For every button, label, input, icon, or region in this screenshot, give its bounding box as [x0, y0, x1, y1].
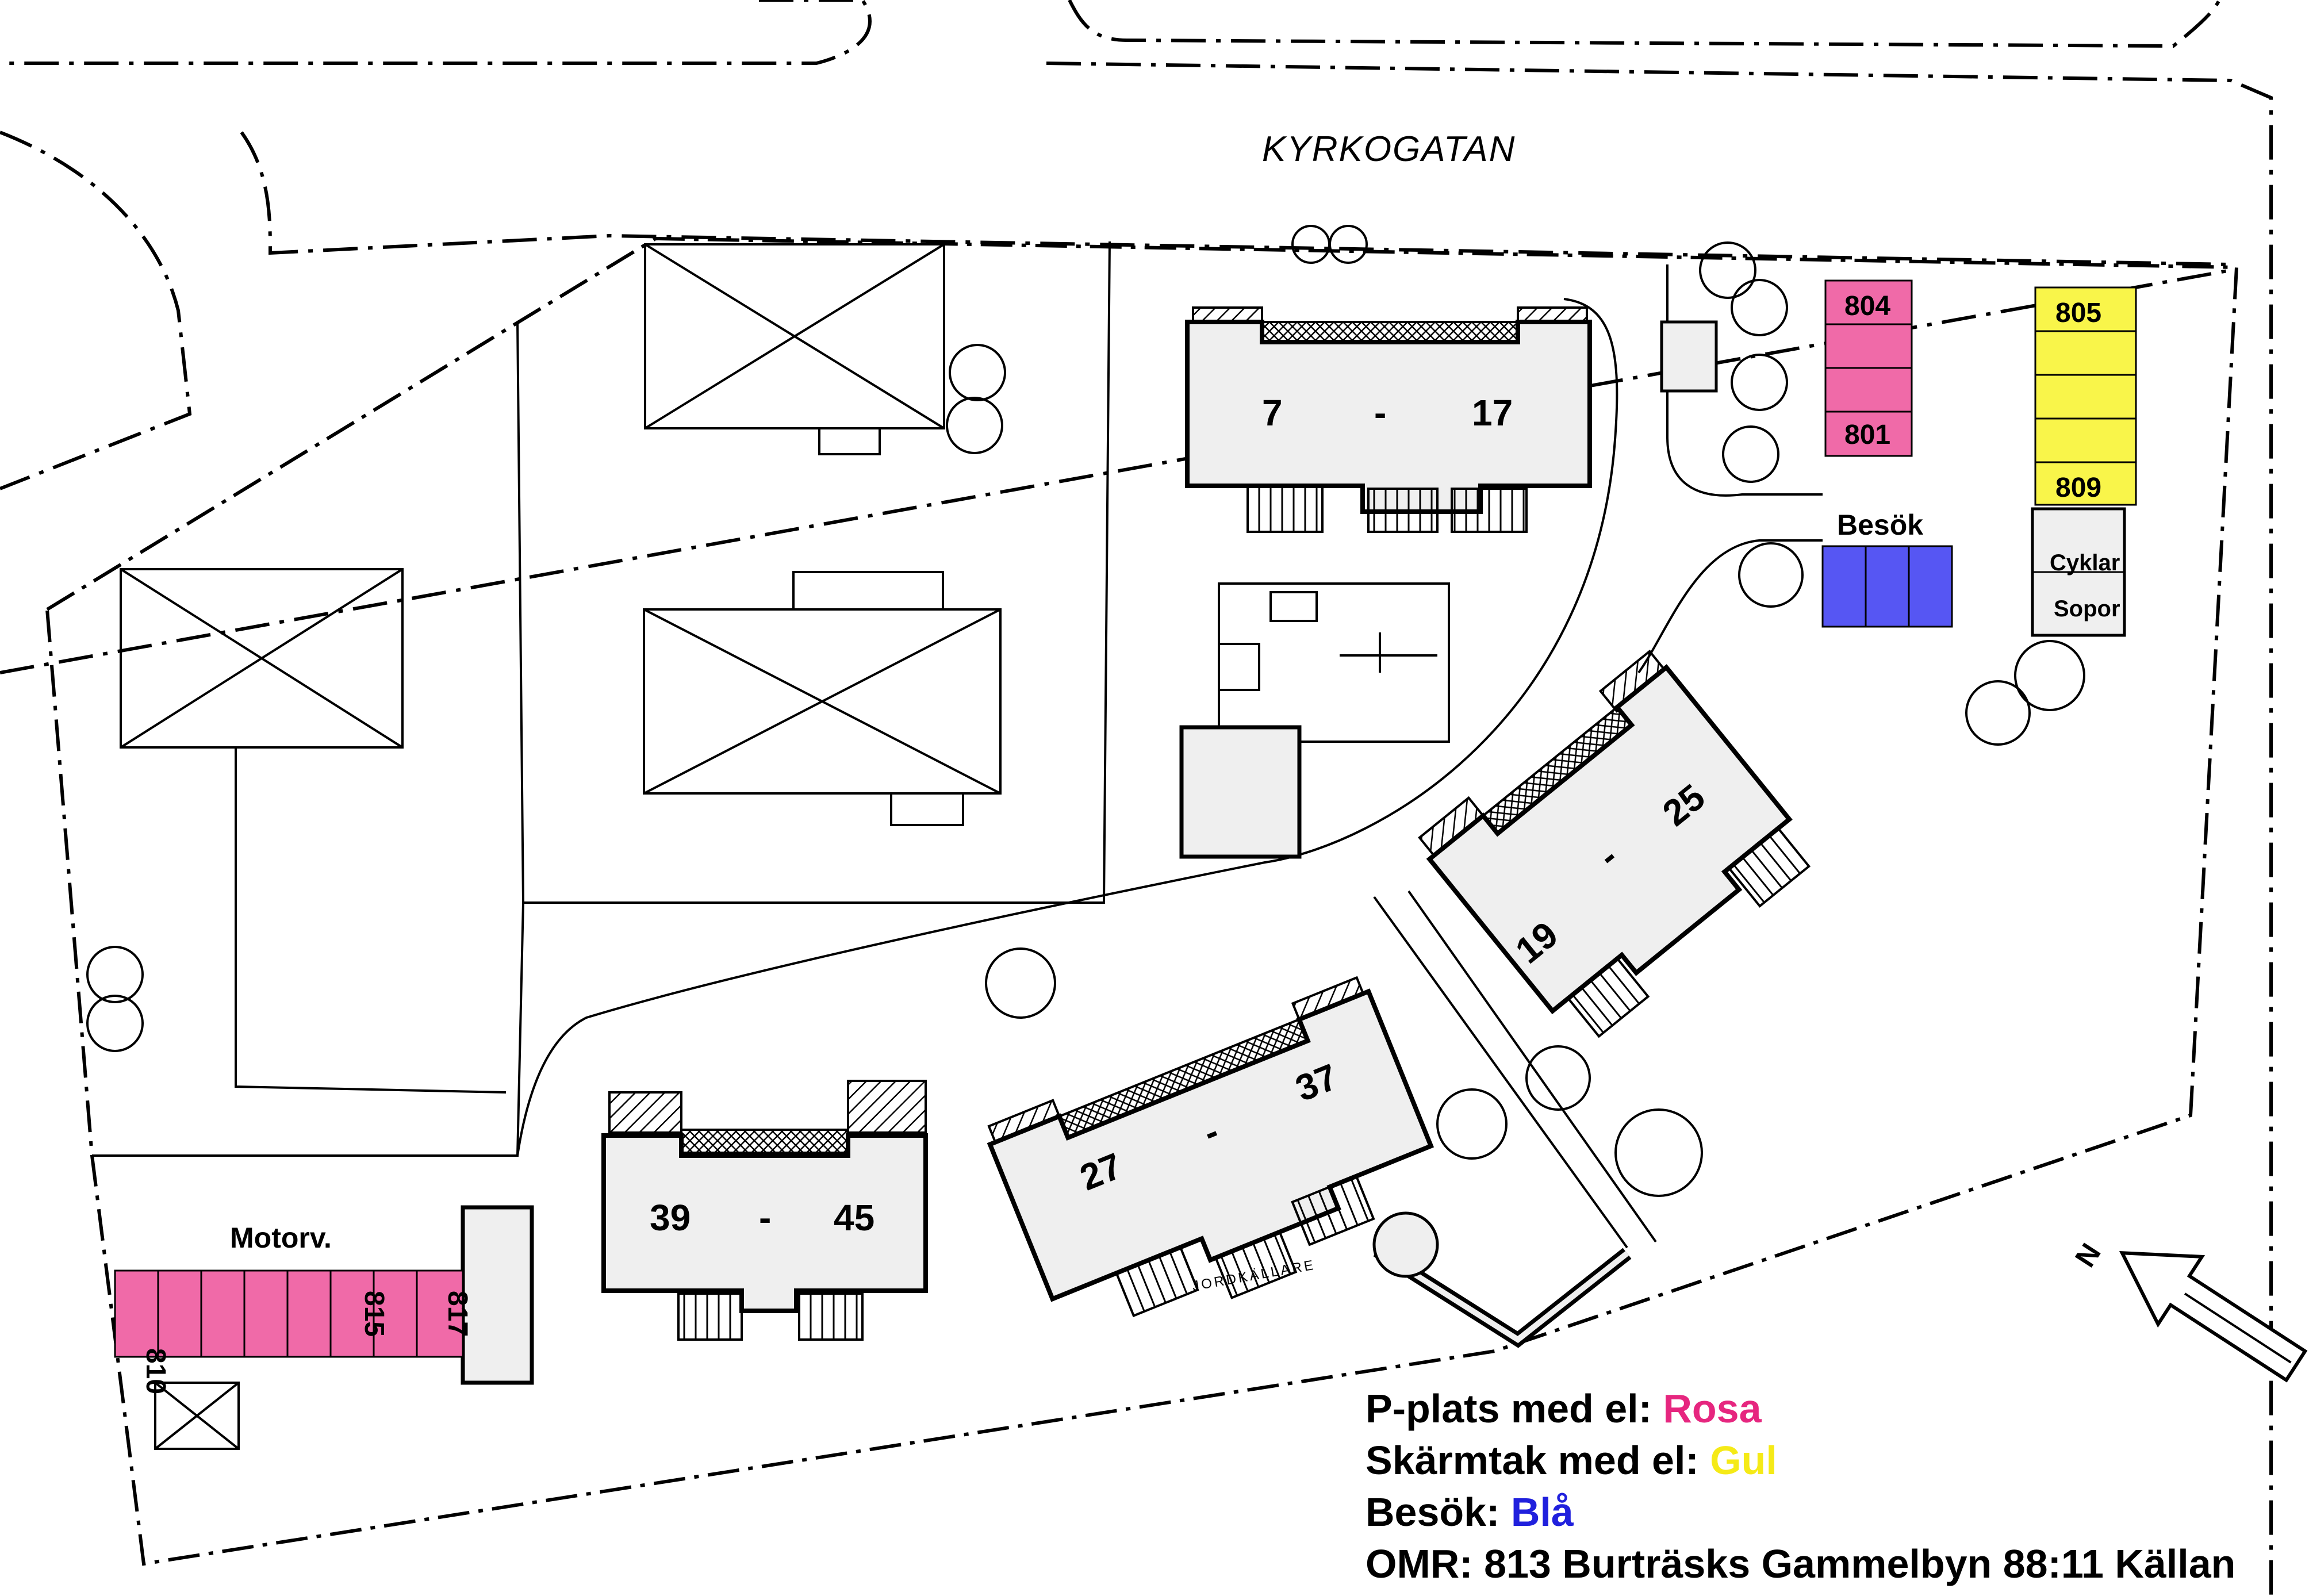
legend-visitor-color: Blå — [1510, 1490, 1574, 1534]
legend-charging-prefix: P-plats med el: — [1366, 1386, 1663, 1431]
parking-spot-804: 804 — [1844, 291, 1890, 321]
parking-spot-801: 801 — [1844, 420, 1890, 450]
legend-carport-row: Skärmtak med el: Gul — [1366, 1434, 2235, 1486]
parking-visitor-blue — [1821, 545, 1953, 628]
parking-spot-810: 810 — [140, 1348, 171, 1394]
root-cellar — [1372, 1211, 1632, 1348]
legend: P-plats med el: Rosa Skärmtak med el: Gu… — [1366, 1383, 2235, 1590]
legend-visitor-prefix: Besök: — [1366, 1490, 1511, 1534]
building-27-37 — [987, 976, 1435, 1318]
building-19-25 — [1418, 650, 1811, 1038]
legend-area: OMR: 813 Burträsks Gammelbyn 88:11 Källa… — [1366, 1541, 2236, 1586]
bikes-label: Cyklar — [2050, 550, 2120, 576]
neighbor-buildings — [92, 241, 1111, 1450]
garage-block — [461, 1205, 534, 1385]
parking-pink-top — [1824, 279, 1913, 457]
trees — [86, 225, 2085, 1197]
parking-spot-817: 817 — [442, 1291, 473, 1337]
legend-charging-color: Rosa — [1663, 1386, 1762, 1431]
parking-yellow-carport — [2034, 286, 2137, 506]
legend-carport-prefix: Skärmtak med el: — [1366, 1438, 1710, 1483]
playground — [1218, 582, 1450, 743]
small-shed — [1660, 320, 1718, 393]
visitor-parking-label: Besök — [1837, 509, 1923, 541]
building-39-45-end: 45 — [834, 1197, 874, 1238]
building-39-45-start: 39 — [650, 1197, 691, 1238]
building-7-17: 7 - 17 — [1185, 306, 1592, 533]
legend-visitor-row: Besök: Blå — [1366, 1486, 2235, 1538]
north-label: N — [2069, 1238, 2107, 1273]
parking-spot-815: 815 — [359, 1291, 389, 1337]
building-39-45: 39 - 45 — [601, 1080, 928, 1341]
legend-charging-row: P-plats med el: Rosa — [1366, 1383, 2235, 1434]
north-arrow-icon — [2119, 1250, 2308, 1383]
building-7-17-start: 7 — [1262, 392, 1283, 433]
parking-spot-805: 805 — [2055, 298, 2101, 328]
building-39-45-sep: - — [759, 1197, 771, 1238]
waste-label: Sopor — [2054, 596, 2120, 621]
parking-spot-809: 809 — [2055, 473, 2101, 503]
motor-heater-label: Motorv. — [230, 1222, 332, 1254]
building-7-17-sep: - — [1374, 392, 1386, 433]
site-boundary — [45, 236, 2239, 1566]
street-name: KYRKOGATAN — [1262, 129, 1516, 169]
legend-carport-color: Gul — [1710, 1438, 1777, 1483]
legend-area-row: OMR: 813 Burträsks Gammelbyn 88:11 Källa… — [1366, 1538, 2235, 1590]
outbuilding — [1179, 725, 1302, 859]
building-7-17-end: 17 — [1472, 392, 1513, 433]
parking-pink-bottom — [114, 1269, 464, 1358]
